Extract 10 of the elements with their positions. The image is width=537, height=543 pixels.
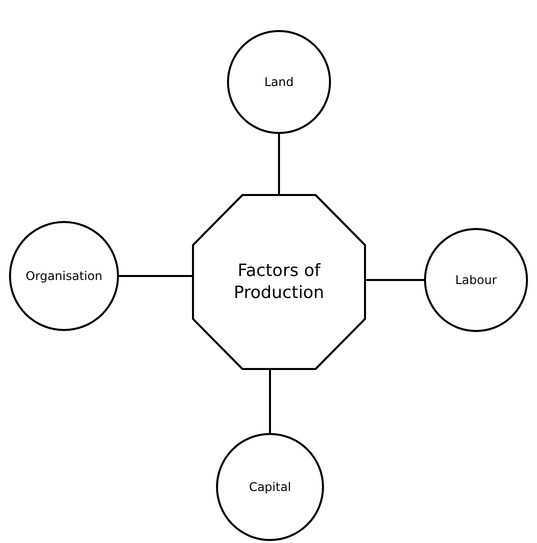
node-label: Labour xyxy=(455,273,497,287)
connector-line xyxy=(366,279,424,281)
connector-line xyxy=(269,370,271,433)
node-label: Capital xyxy=(248,480,292,494)
connector-line xyxy=(119,275,192,277)
octagon-node xyxy=(192,194,366,370)
node-label: Organisation xyxy=(26,269,102,283)
node-label: Land xyxy=(264,75,294,89)
node-label: Factors of Production xyxy=(232,260,326,304)
connector-line xyxy=(278,134,280,194)
